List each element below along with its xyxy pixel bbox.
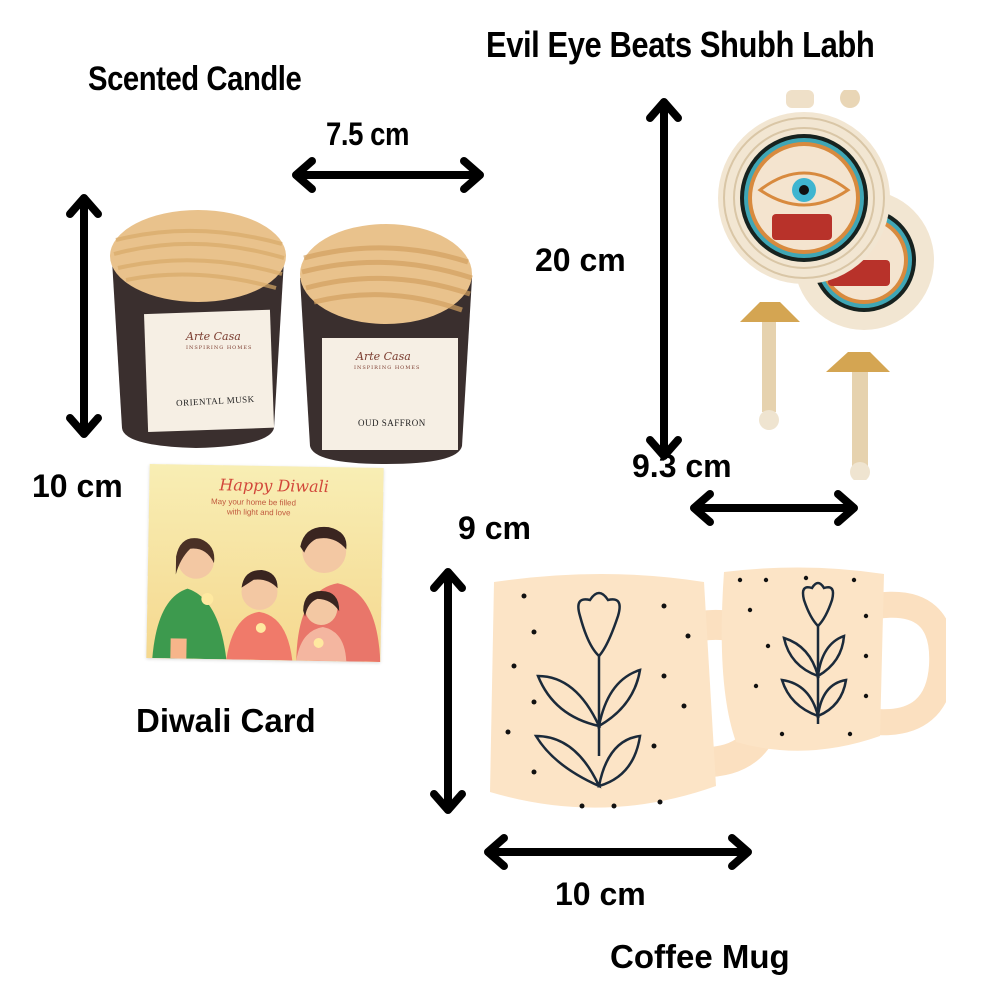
evil-eye-width-arrow-icon — [690, 490, 858, 526]
candle-2-brand: Arte Casa — [356, 350, 411, 363]
candle-jar-2: Arte Casa INSPIRING HOMES OUD SAFFRON — [296, 214, 476, 466]
mug-title: Coffee Mug — [610, 938, 790, 975]
candle-height-label: 10 cm — [32, 468, 123, 504]
mug-height-arrow-icon — [430, 568, 466, 814]
candle-height-arrow-icon — [66, 194, 102, 438]
card-heading: Happy Diwali — [219, 475, 330, 497]
evil-eye-height-label: 20 cm — [535, 242, 626, 278]
mug-height-label: 9 cm — [458, 510, 531, 546]
evil-eye-hanging — [700, 90, 950, 480]
mug-width-arrow-icon — [484, 834, 752, 870]
card-message-1: May your home be filled — [210, 497, 297, 508]
candle-width-arrow-icon — [292, 157, 484, 193]
candle-2-tagline: INSPIRING HOMES — [354, 365, 421, 371]
candle-width-label: 7.5 cm — [326, 116, 410, 152]
diwali-card: Happy Diwali May your home be filled wit… — [146, 463, 384, 663]
card-message-2: with light and love — [226, 507, 291, 518]
candle-jar-1: Arte Casa INSPIRING HOMES ORIENTAL MUSK — [106, 200, 288, 450]
evil-eye-width-label: 9.3 cm — [632, 448, 732, 484]
family-illustration — [152, 526, 381, 663]
candle-2-scent: OUD SAFFRON — [358, 418, 426, 428]
evil-eye-height-arrow-icon — [646, 98, 682, 460]
evil-eye-title: Evil Eye Beats Shubh Labh — [486, 24, 875, 65]
coffee-mug-2 — [716, 566, 946, 758]
candle-title: Scented Candle — [88, 60, 302, 98]
card-title: Diwali Card — [136, 702, 316, 739]
candle-1-brand: Arte Casa — [186, 330, 241, 343]
candle-1-tagline: INSPIRING HOMES — [186, 345, 253, 351]
mug-width-label: 10 cm — [555, 876, 646, 912]
